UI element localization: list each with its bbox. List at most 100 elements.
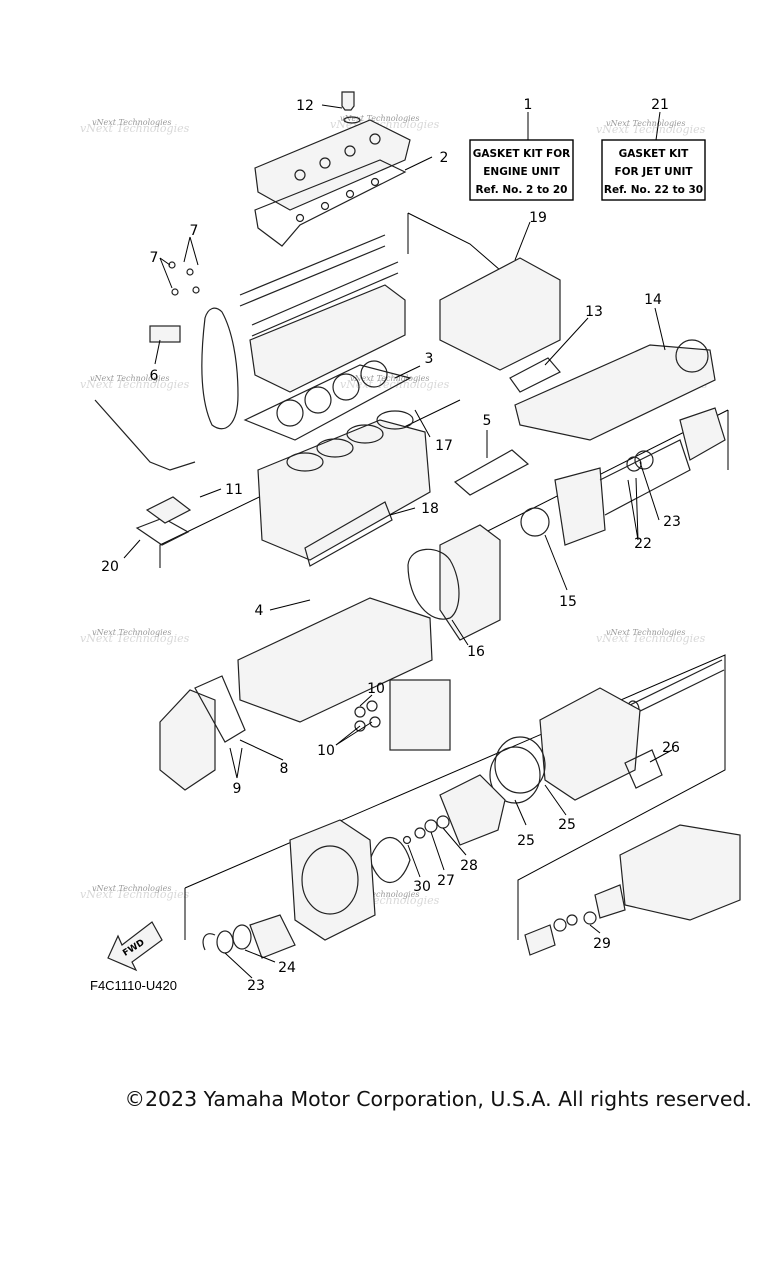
coupler-housing: [554, 467, 606, 546]
kit-line: GASKET KIT: [619, 148, 689, 160]
oil-cooler: [145, 496, 192, 524]
callout-9: 9: [233, 781, 242, 797]
jet-parts: [202, 659, 741, 959]
engine-parts: [94, 91, 726, 791]
watermark: vNext Technologies: [350, 374, 429, 383]
kit-box-jet: GASKET KIT FOR JET UNIT Ref. No. 22 to 3…: [601, 139, 706, 201]
callout-13: 13: [585, 304, 603, 320]
callout-23: 23: [247, 978, 265, 994]
kit-box-engine: GASKET KIT FOR ENGINE UNIT Ref. No. 2 to…: [469, 139, 574, 201]
copyright-notice: ©2023 Yamaha Motor Corporation, U.S.A. A…: [124, 1087, 752, 1111]
fwd-arrow: FWD: [107, 921, 163, 972]
watermark: vNext Technologies: [606, 119, 685, 128]
diagram-code: F4C1110-U420: [90, 978, 177, 993]
water-jacket-cover: [389, 679, 451, 751]
watermark-shadow: vNext Technologies: [596, 123, 706, 136]
callout-26: 26: [662, 740, 680, 756]
camshaft: [251, 261, 399, 337]
callout-10: 10: [317, 743, 335, 759]
callout-7: 7: [190, 223, 199, 239]
watermark-shadow: vNext Technologies: [80, 378, 190, 391]
watermark: vNext Technologies: [340, 114, 419, 123]
chain-tensioner: [149, 325, 181, 343]
kit-line: Ref. No. 2 to 20: [476, 184, 568, 196]
kit-box-frame: [469, 139, 574, 201]
callout-10: 10: [367, 681, 385, 697]
watermark: vNext Technologies: [90, 374, 169, 383]
kit-line: Ref. No. 22 to 30: [604, 184, 703, 196]
watermark: vNext Technologies: [92, 118, 171, 127]
impeller-liner: [439, 774, 506, 846]
callout-17: 17: [435, 438, 453, 454]
crankcase: [237, 597, 433, 723]
kit-line: GASKET KIT FOR: [473, 148, 570, 160]
bushing: [524, 924, 556, 956]
nozzle-cone: [594, 884, 626, 919]
exhaust-pipe: [514, 344, 716, 441]
watermark-shadow: vNext Technologies: [80, 122, 190, 135]
watermark: vNext Technologies: [92, 628, 171, 637]
callout-18: 18: [421, 501, 439, 517]
callout-29: 29: [593, 936, 611, 952]
kit-box-frame: [601, 139, 706, 201]
watermark-shadow: vNext Technologies: [80, 888, 190, 901]
watermark: vNext Technologies: [340, 890, 419, 899]
callout-15: 15: [559, 594, 577, 610]
callout-11: 11: [225, 482, 243, 498]
bearing-housing: [679, 407, 726, 461]
camshaft: [239, 234, 386, 307]
watermark-shadow: vNext Technologies: [340, 378, 450, 391]
exhaust-gasket: [509, 357, 561, 393]
callout-6: 6: [150, 368, 159, 384]
kit-line: FOR JET UNIT: [614, 166, 693, 178]
oil-filler-cap: [341, 91, 355, 111]
oil-seal: [520, 507, 550, 537]
impeller: [369, 836, 411, 884]
callout-28: 28: [460, 858, 478, 874]
callout-19: 19: [529, 210, 547, 226]
callout-numbers: 1 21 12 2 19 7 7 6 13 14 3 17 5 11 18 20…: [101, 97, 681, 994]
callout-7: 7: [150, 250, 159, 266]
generator-gasket: [407, 548, 460, 620]
callout-25: 25: [517, 833, 535, 849]
cylinder-block: [257, 419, 431, 561]
callout-8: 8: [280, 761, 289, 777]
callout-16: 16: [467, 644, 485, 660]
callout-21: 21: [651, 97, 669, 113]
watermark-shadow: vNext Technologies: [80, 632, 190, 645]
o-ring-large: [489, 746, 541, 804]
fwd-arrow-icon: [107, 921, 163, 972]
head-cover-gasket: [254, 159, 407, 247]
watermark-shadow: vNext Technologies: [596, 632, 706, 645]
callout-30: 30: [413, 879, 431, 895]
oil-cooler-gasket: [135, 517, 190, 546]
callout-2: 2: [440, 150, 449, 166]
callout-25: 25: [558, 817, 576, 833]
callout-1: 1: [524, 97, 533, 113]
intake-housing: [289, 819, 376, 941]
oil-pump-gasket: [194, 675, 246, 743]
callout-20: 20: [101, 559, 119, 575]
watermark: vNext Technologies: [606, 628, 685, 637]
intake-gasket: [453, 449, 530, 496]
callout-5: 5: [483, 413, 492, 429]
cylinder-head-gasket: [243, 364, 412, 441]
jet-pump-housing: [539, 687, 641, 801]
kit-line: ENGINE UNIT: [483, 166, 560, 178]
callout-22: 22: [634, 536, 652, 552]
generator-cover: [439, 524, 501, 641]
oil-dipstick: [94, 399, 196, 471]
exhaust-manifold: [439, 257, 561, 371]
callout-27: 27: [437, 873, 455, 889]
oil-pump: [159, 689, 216, 791]
jet-gasket: [624, 749, 663, 789]
crankcase-gasket: [304, 501, 393, 567]
callout-4: 4: [255, 603, 264, 619]
callout-3: 3: [425, 351, 434, 367]
callout-14: 14: [644, 292, 662, 308]
callout-24: 24: [278, 960, 296, 976]
leader-lines: [123, 104, 673, 979]
drive-shaft: [629, 659, 725, 716]
cylinder-head-cover: [254, 119, 411, 211]
